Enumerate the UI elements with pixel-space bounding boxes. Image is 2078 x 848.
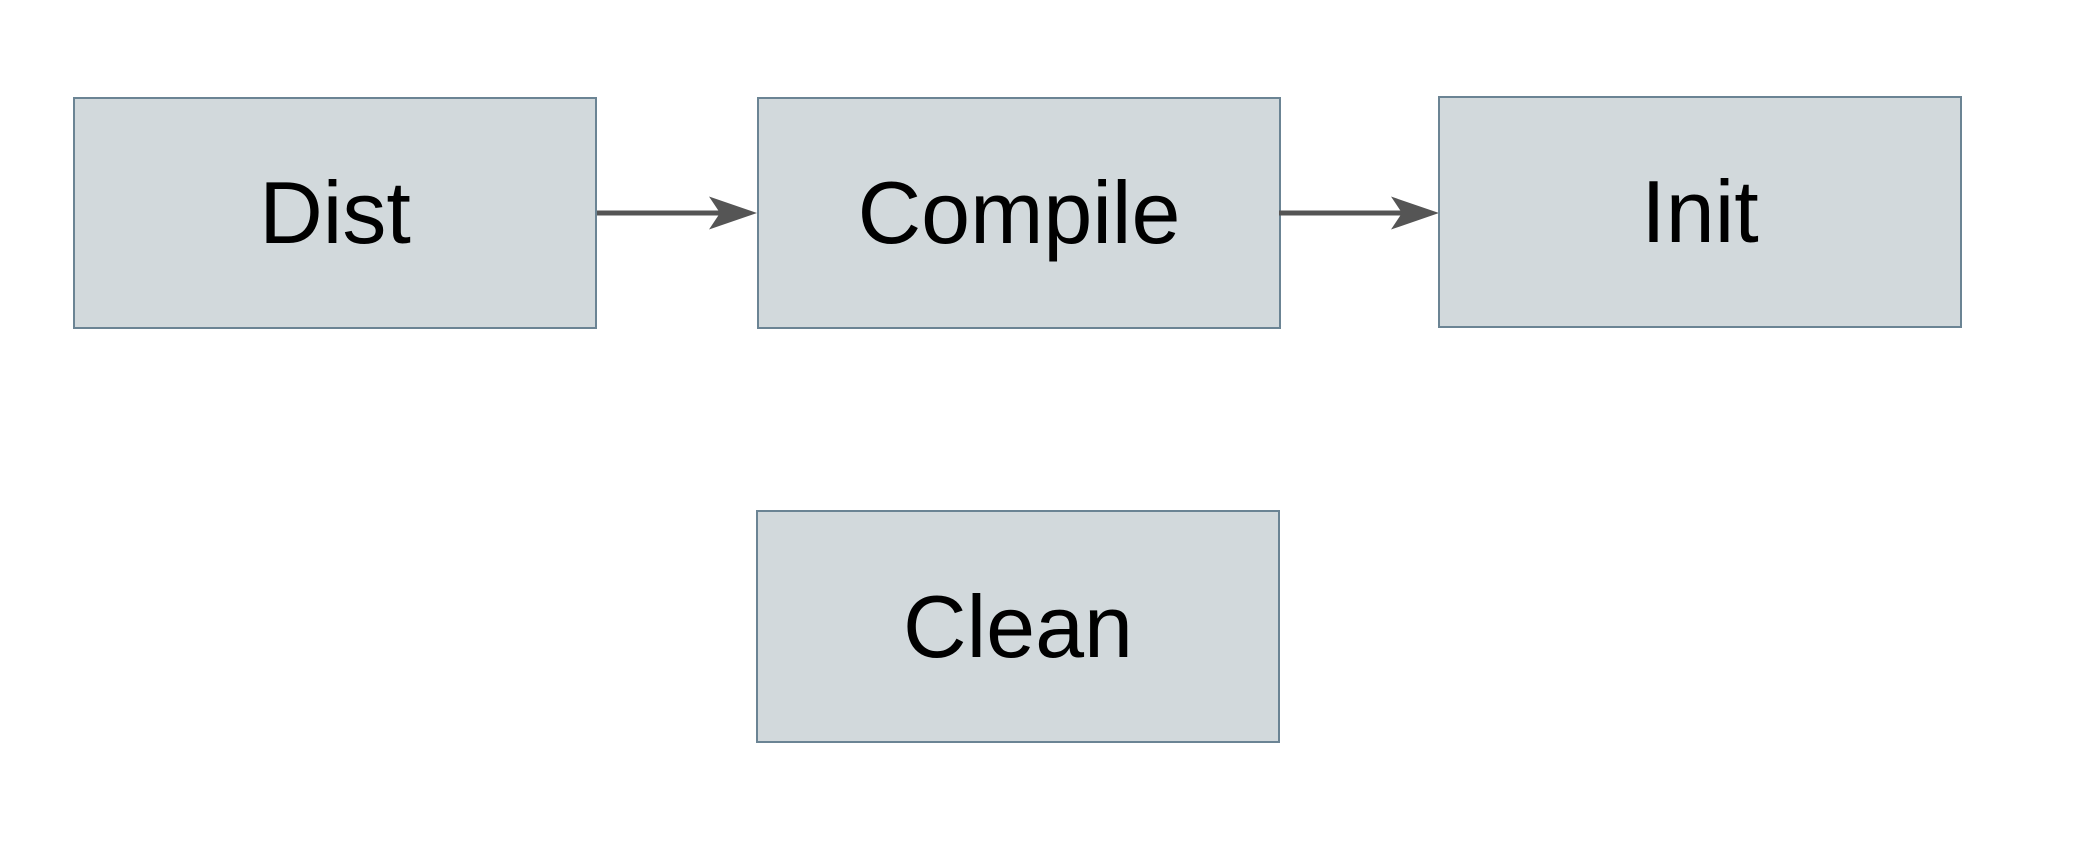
arrow-compile-to-init-icon (1279, 196, 1439, 230)
node-label: Dist (259, 163, 411, 262)
node-label: Clean (903, 576, 1133, 676)
node-dist: Dist (73, 97, 597, 329)
node-clean: Clean (756, 510, 1280, 743)
node-init: Init (1438, 96, 1962, 328)
arrow-dist-to-compile-icon (597, 196, 757, 230)
node-compile: Compile (757, 97, 1281, 329)
node-label: Init (1641, 162, 1759, 261)
node-label: Compile (857, 163, 1181, 262)
